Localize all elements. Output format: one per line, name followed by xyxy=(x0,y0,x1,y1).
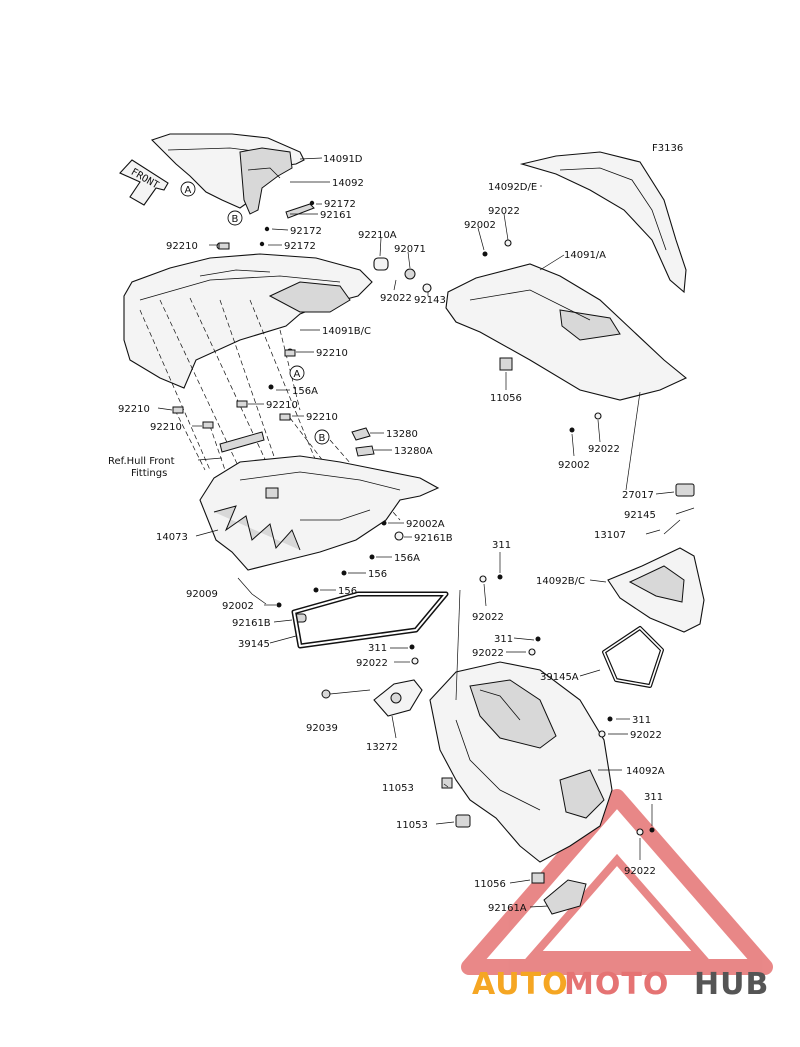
label-11056-a: 11056 xyxy=(490,393,522,404)
storage-bin-14092a-part xyxy=(429,661,613,915)
label-92022-h: 92022 xyxy=(624,866,656,877)
svg-text:A: A xyxy=(185,185,192,196)
label-92161a: 92161A xyxy=(488,903,527,914)
label-92022-e: 92022 xyxy=(472,648,504,659)
label-92002a: 92002A xyxy=(406,519,445,530)
label-92161b-b: 92161B xyxy=(232,618,271,629)
label-14073: 14073 xyxy=(156,532,188,543)
label-92172-b: 92172 xyxy=(290,226,322,237)
label-92172-c: 92172 xyxy=(284,241,316,252)
label-156a-a: 156A xyxy=(292,386,318,397)
label-13280: 13280 xyxy=(386,429,418,440)
label-92210-c: 92210 xyxy=(118,404,150,415)
leader-lines xyxy=(157,157,681,908)
marker-a-top: A xyxy=(180,181,196,197)
bin-fasteners xyxy=(409,574,655,836)
label-11053-a: 11053 xyxy=(382,783,414,794)
label-311-b: 311 xyxy=(494,634,513,645)
label-11053-b: 11053 xyxy=(396,820,428,831)
front-tray-14073-part xyxy=(199,455,440,571)
marker-b-top: B xyxy=(227,210,243,226)
watermark-text: AUTO MOTO HUB xyxy=(472,967,769,1002)
label-92161: 92161 xyxy=(320,210,352,221)
cowl-14092bc-part xyxy=(607,483,705,633)
label-92145: 92145 xyxy=(624,510,656,521)
label-92002-c: 92002 xyxy=(558,460,590,471)
label-311-e: 311 xyxy=(644,792,663,803)
label-92002-a: 92002 xyxy=(222,601,254,612)
watermark-part1: AUTO xyxy=(472,967,569,1002)
label-92210-b: 92210 xyxy=(316,348,348,359)
label-92022-g: 92022 xyxy=(356,658,388,669)
label-14091a: 14091/A xyxy=(564,250,606,261)
label-14092de: 14092D/E xyxy=(488,182,537,193)
label-92022-a: 92022 xyxy=(488,206,520,217)
bracket-13272-part xyxy=(321,679,423,717)
label-14092bc: 14092B/C xyxy=(536,576,585,587)
label-311-a: 311 xyxy=(492,540,511,551)
svg-text:B: B xyxy=(319,433,326,444)
label-14092: 14092 xyxy=(332,178,364,189)
label-27017: 27017 xyxy=(622,490,654,501)
label-92022-f: 92022 xyxy=(630,730,662,741)
label-311-d: 311 xyxy=(368,643,387,654)
marker-a-mid: A xyxy=(289,365,305,381)
label-92022-c: 92022 xyxy=(588,444,620,455)
deck-cover-14091bc-part xyxy=(123,242,373,389)
label-92172-a: 92172 xyxy=(324,199,356,210)
label-92210-e: 92210 xyxy=(266,400,298,411)
svg-text:B: B xyxy=(232,214,239,225)
label-92009: 92009 xyxy=(186,589,218,600)
fender-14092de-part xyxy=(519,151,687,294)
svg-text:A: A xyxy=(294,369,301,380)
label-11056-b: 11056 xyxy=(474,879,506,890)
label-92210-f: 92210 xyxy=(306,412,338,423)
label-14092a: 14092A xyxy=(626,766,665,777)
label-92002-b: 92002 xyxy=(464,220,496,231)
watermark-part3: HUB xyxy=(694,967,769,1002)
label-311-c: 311 xyxy=(632,715,651,726)
reference-note: Ref.Hull Front Fittings xyxy=(108,456,223,479)
marker-b-mid: B xyxy=(314,429,330,445)
rear-top-cover-part xyxy=(150,133,315,247)
label-92022-b: 92022 xyxy=(380,293,412,304)
svg-text:Ref.Hull Front: Ref.Hull Front xyxy=(108,456,175,467)
gasket-39145a-part xyxy=(602,626,664,688)
watermark-part2: MOTO xyxy=(564,967,669,1002)
label-92022-d: 92022 xyxy=(472,612,504,623)
label-92143: 92143 xyxy=(414,295,446,306)
label-13280a: 13280A xyxy=(394,446,433,457)
front-arrow-icon: FRONT xyxy=(119,159,169,206)
label-92210-a: 92210 xyxy=(166,241,198,252)
label-13272: 13272 xyxy=(366,742,398,753)
label-92039: 92039 xyxy=(306,723,338,734)
gasket-39145-part xyxy=(291,591,449,649)
label-156-a: 156 xyxy=(368,569,387,580)
label-13107: 13107 xyxy=(594,530,626,541)
label-14091d: 14091D xyxy=(323,154,363,165)
label-156a-b: 156A xyxy=(394,553,420,564)
label-92210a: 92210A xyxy=(358,230,397,241)
label-156-b: 156 xyxy=(338,586,357,597)
side-panel-14091a-part xyxy=(373,239,688,491)
label-39145a: 39145A xyxy=(540,672,579,683)
label-92161b-a: 92161B xyxy=(414,533,453,544)
label-92071: 92071 xyxy=(394,244,426,255)
label-92210-d: 92210 xyxy=(150,422,182,433)
svg-text:Fittings: Fittings xyxy=(131,468,167,479)
figure-code: F3136 xyxy=(652,143,683,154)
label-39145: 39145 xyxy=(238,639,270,650)
label-14091bc: 14091B/C xyxy=(322,326,371,337)
part-labels: 14091D 14092 92172 92161 92172 92210 921… xyxy=(118,154,665,914)
